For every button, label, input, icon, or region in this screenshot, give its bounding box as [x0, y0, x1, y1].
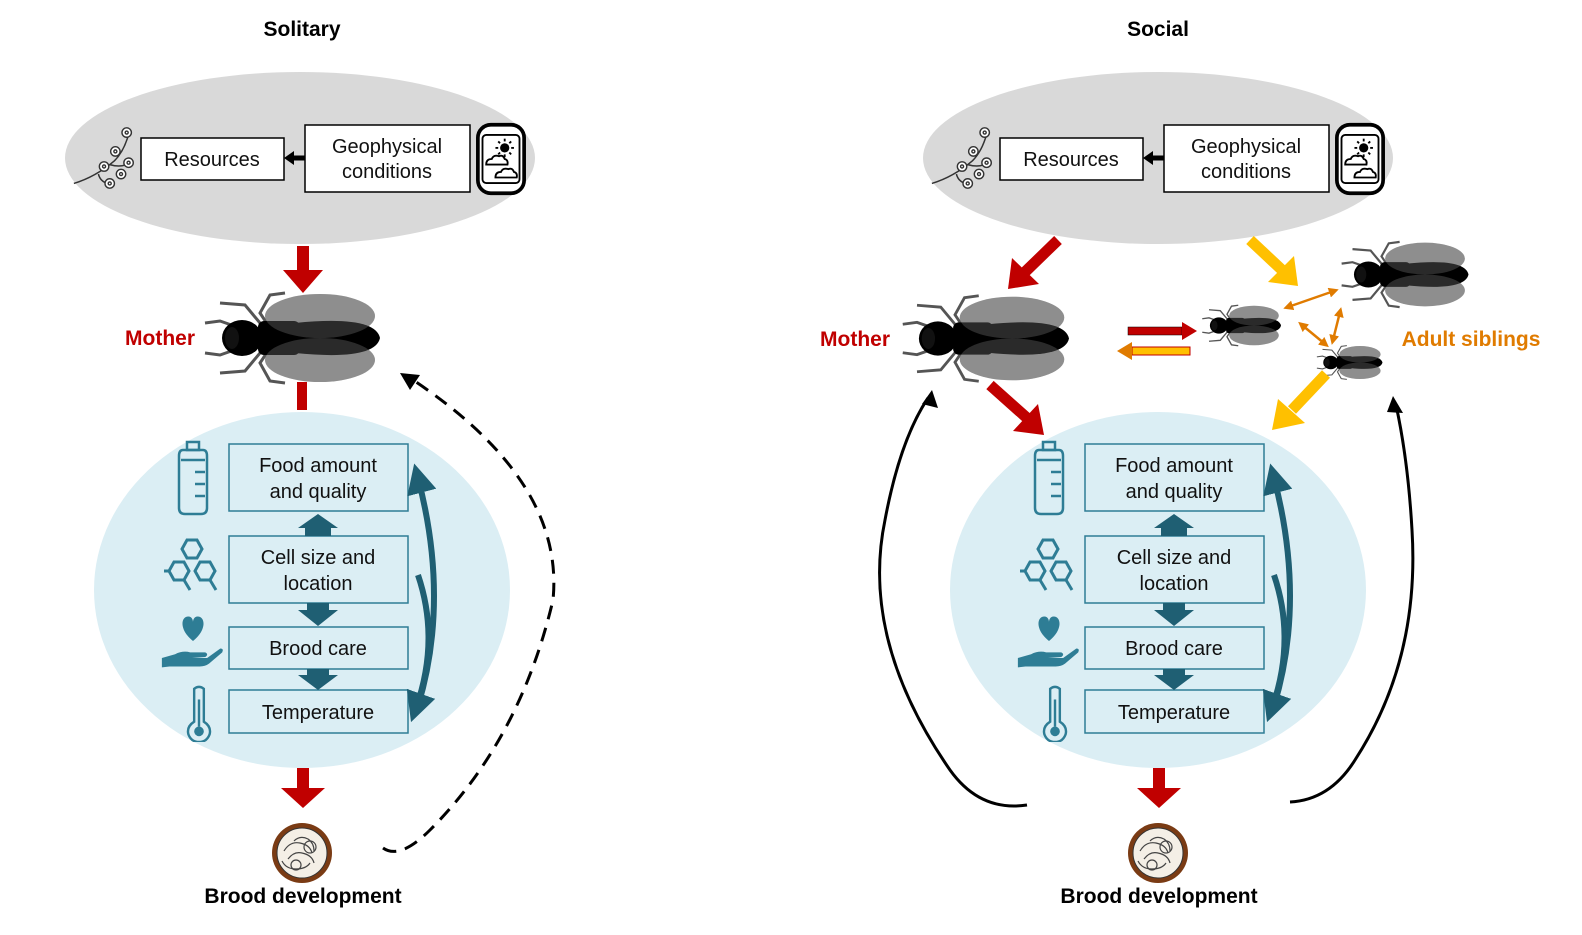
nest-to-brood-arrow	[1153, 768, 1165, 788]
food-label-1: Food amount	[259, 455, 377, 477]
mother-sibling-exchange-arrows	[1117, 322, 1197, 360]
cell-box	[228, 535, 409, 604]
brood-to-siblings-feedback-arrow	[1289, 404, 1415, 804]
cell-label-1: Cell size and	[1117, 547, 1232, 569]
weather-icon	[1335, 122, 1385, 196]
brood-care-label: Brood care	[1125, 638, 1223, 660]
siblings-to-nest-arrow	[1288, 370, 1330, 414]
food-label-2: and quality	[1126, 481, 1223, 503]
brood-larva-icon	[1127, 822, 1189, 884]
brood-larva-icon	[271, 822, 333, 884]
cell-box	[1084, 535, 1265, 604]
mother-to-nest-line	[297, 382, 307, 410]
mother-label: Mother	[820, 328, 890, 351]
env-to-siblings-arrow	[1246, 235, 1286, 275]
geophysical-box	[304, 124, 471, 193]
sibling-bee-icon	[1316, 345, 1384, 380]
mother-bee-icon	[203, 291, 382, 385]
brood-care-box	[1084, 626, 1265, 670]
nest-to-brood-arrow	[297, 768, 309, 788]
temperature-label: Temperature	[262, 702, 374, 724]
adult-siblings-label: Adult siblings	[1402, 328, 1541, 351]
cell-label-2: location	[1140, 573, 1209, 595]
env-to-mother-arrow	[1021, 236, 1062, 276]
cell-label-1: Cell size and	[261, 547, 376, 569]
resources-label: Resources	[164, 149, 260, 171]
resources-box	[140, 137, 285, 181]
sibling-interaction-arrows	[1283, 287, 1344, 348]
solitary-panel: Solitary Resources Geophysical condition…	[65, 18, 556, 908]
teal-connector-arrows	[1154, 514, 1194, 690]
geophysical-label-1: Geophysical	[332, 136, 442, 158]
brood-care-box	[228, 626, 409, 670]
geophysical-label-2: conditions	[1201, 161, 1291, 183]
temperature-label: Temperature	[1118, 702, 1230, 724]
geophysical-label-2: conditions	[342, 161, 432, 183]
brood-to-mother-feedback-arrow	[878, 397, 1028, 808]
dashed-feedback-arrow	[382, 376, 556, 853]
social-panel: Social Resources Geophysical conditions …	[820, 18, 1540, 908]
brood-development-label: Brood development	[204, 885, 401, 908]
mother-label: Mother	[125, 327, 195, 350]
feedback-arrow-down	[1262, 574, 1292, 723]
weather-icon	[476, 122, 526, 196]
geophysical-box	[1163, 124, 1330, 193]
cell-label-2: location	[284, 573, 353, 595]
geophysical-label-1: Geophysical	[1191, 136, 1301, 158]
teal-connector-arrows	[298, 514, 338, 690]
social-title: Social	[1127, 18, 1189, 41]
resources-label: Resources	[1023, 149, 1119, 171]
brood-development-label: Brood development	[1060, 885, 1257, 908]
sibling-bee-icon	[1340, 240, 1470, 309]
brood-care-label: Brood care	[269, 638, 367, 660]
sibling-bee-icon	[1201, 304, 1282, 347]
temperature-box	[1084, 689, 1265, 734]
food-label-2: and quality	[270, 481, 367, 503]
resources-box	[999, 137, 1144, 181]
env-to-mother-arrow	[297, 246, 309, 270]
solitary-title: Solitary	[263, 18, 340, 41]
food-label-1: Food amount	[1115, 455, 1233, 477]
mother-bee-icon	[901, 294, 1071, 383]
feedback-arrow-down	[406, 574, 436, 723]
mother-to-nest-arrow	[986, 380, 1031, 423]
